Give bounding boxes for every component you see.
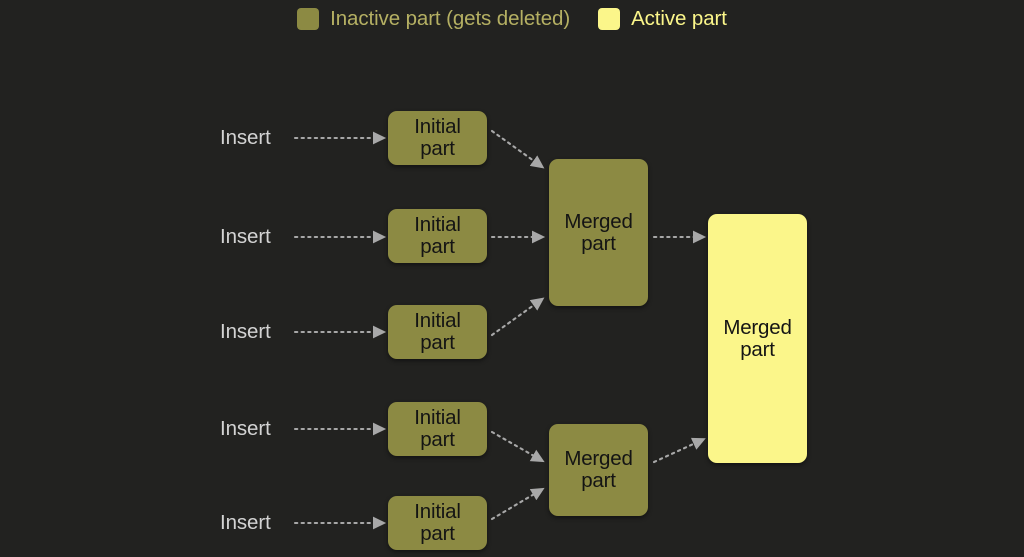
insert-label-3: Insert — [220, 320, 271, 343]
insert-label-4: Insert — [220, 417, 271, 440]
node-initial-part-2[interactable]: Initial part — [388, 209, 487, 263]
arrow-initial3-merged1 — [490, 297, 545, 337]
inactive-part-swatch — [297, 8, 320, 30]
node-initial-part-1[interactable]: Initial part — [388, 111, 487, 165]
node-merged-part-2[interactable]: Merged part — [549, 424, 648, 516]
node-initial-part-3[interactable]: Initial part — [388, 305, 487, 359]
legend-label-inactive: Inactive part (gets deleted) — [330, 6, 571, 30]
legend: Inactive part (gets deleted) Active part — [0, 8, 1024, 30]
arrow-initial1-merged1 — [490, 129, 545, 169]
insert-label-2: Insert — [220, 225, 271, 248]
legend-label-active: Active part — [631, 6, 727, 30]
arrow-merged2-final — [652, 437, 706, 464]
insert-label-5: Insert — [220, 511, 271, 534]
arrow-initial4-merged2 — [490, 430, 545, 463]
node-initial-part-5[interactable]: Initial part — [388, 496, 487, 550]
legend-item-active: Active part — [598, 8, 727, 30]
insert-label-1: Insert — [220, 126, 271, 149]
arrow-initial5-merged2 — [490, 487, 545, 521]
active-part-swatch — [598, 8, 621, 30]
node-merged-part-1[interactable]: Merged part — [549, 159, 648, 306]
node-merged-part-final[interactable]: Merged part — [708, 214, 807, 463]
legend-item-inactive: Inactive part (gets deleted) — [297, 8, 570, 30]
node-initial-part-4[interactable]: Initial part — [388, 402, 487, 456]
